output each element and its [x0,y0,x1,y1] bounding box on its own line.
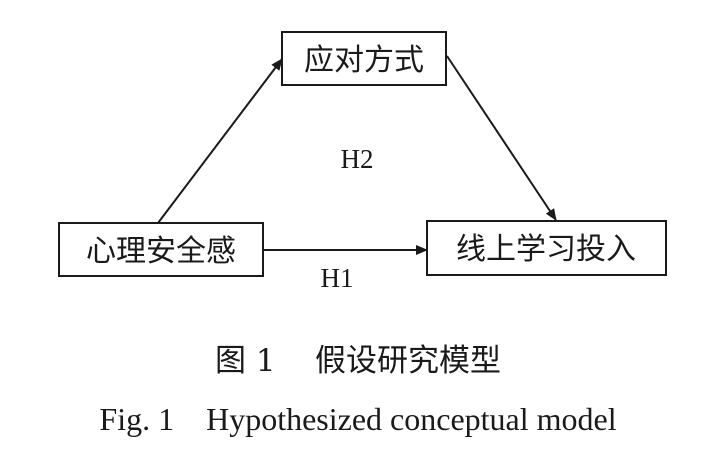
edge-label-h1: H1 [321,263,354,293]
node-coping: 应对方式 [281,31,447,86]
figure-caption-cn: 图 1 假设研究模型 [0,335,716,380]
node-coping-label: 应对方式 [304,43,424,78]
figure-title-cn: 假设研究模型 [315,343,501,379]
figure-number-cn: 图 1 [215,343,276,379]
node-safety-label: 心理安全感 [86,234,236,269]
edge-label-h2: H2 [341,144,374,174]
edge-safety-to-coping [157,58,283,224]
edge-coping-to-engagement [446,55,557,221]
node-engagement-label: 线上学习投入 [456,232,636,267]
figure-title-en: Hypothesized conceptual model [206,401,617,437]
figure-number-en: Fig. 1 [99,401,175,437]
figure-caption-en: Fig. 1 Hypothesized conceptual model [0,401,716,438]
node-engagement: 线上学习投入 [426,220,667,276]
node-safety: 心理安全感 [58,222,264,277]
